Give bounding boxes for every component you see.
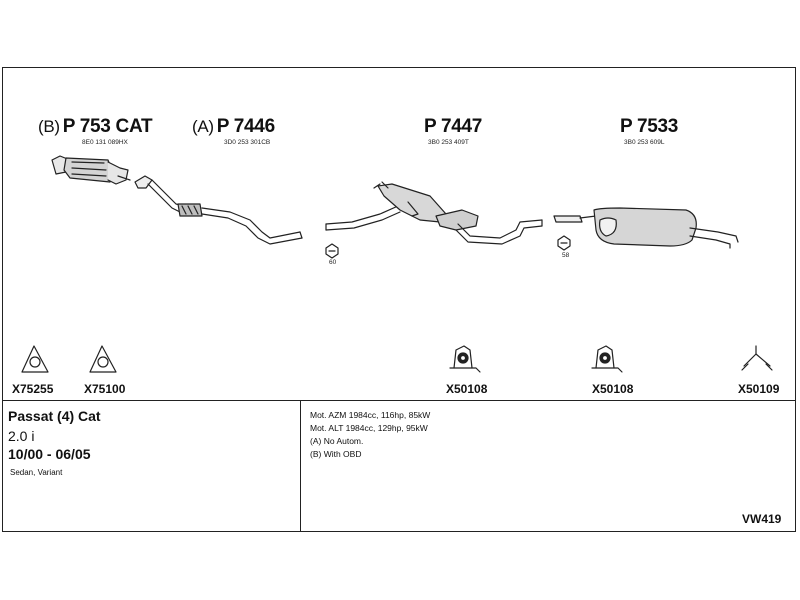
clamp-58-icon	[557, 235, 571, 251]
front-pipe-part	[134, 175, 303, 245]
note-line: Mot. AZM 1984cc, 116hp, 85kW	[310, 410, 431, 420]
part-code-p7446: (A)P 7446	[192, 116, 275, 138]
divider-vertical	[300, 400, 301, 532]
vehicle-engine: 2.0 i	[8, 428, 35, 444]
part-prefix: (A)	[192, 117, 214, 136]
oem-number: 3B0 253 409T	[428, 139, 469, 146]
divider-horizontal	[2, 400, 796, 401]
middle-silencer-part	[325, 181, 543, 245]
fitting-code-x50109: X50109	[738, 382, 780, 396]
rubber-mount-x50108-b-icon	[591, 345, 623, 373]
diagram-id: VW419	[742, 512, 782, 526]
clamp-60-icon	[325, 243, 339, 259]
part-code-p753cat: (B)P 753 CAT	[38, 116, 153, 138]
note-line: (B) With OBD	[310, 449, 362, 459]
clamp-number-58: 58	[562, 252, 570, 259]
part-prefix: (B)	[38, 117, 60, 136]
part-code-label: P 7446	[216, 116, 275, 137]
part-code-label: P 7533	[620, 116, 679, 137]
oem-number: 3D0 253 301CB	[224, 139, 271, 146]
fitting-code-x75255: X75255	[12, 382, 54, 396]
diagram-frame	[2, 67, 796, 532]
part-code-label: P 7447	[424, 116, 483, 137]
part-code-p7533: P 7533	[620, 116, 678, 138]
rubber-mount-x50108-a-icon	[449, 345, 481, 373]
fitting-code-x50108: X50108	[446, 382, 488, 396]
part-code-p7447: P 7447	[424, 116, 482, 138]
clamp-number-60: 60	[329, 259, 337, 266]
gasket-x75100-icon	[89, 345, 117, 373]
fitting-code-x75100: X75100	[84, 382, 126, 396]
vehicle-body-type: Sedan, Variant	[10, 468, 63, 477]
engine-notes: Mot. AZM 1984cc, 116hp, 85kW Mot. ALT 19…	[310, 409, 430, 461]
bracket-x50109-icon	[741, 345, 773, 371]
note-line: Mot. ALT 1984cc, 129hp, 95kW	[310, 423, 428, 433]
fitting-code-x50108: X50108	[592, 382, 634, 396]
catalytic-converter-part	[51, 155, 131, 185]
rear-silencer-part	[553, 207, 739, 249]
note-line: (A) No Autom.	[310, 436, 364, 446]
part-code-label: P 753 CAT	[62, 116, 153, 137]
oem-number: 3B0 253 609L	[624, 139, 665, 146]
vehicle-model: Passat (4) Cat	[8, 408, 101, 424]
oem-number: 8E0 131 089HX	[82, 139, 128, 146]
vehicle-years: 10/00 - 06/05	[8, 446, 91, 462]
gasket-x75255-icon	[21, 345, 49, 373]
